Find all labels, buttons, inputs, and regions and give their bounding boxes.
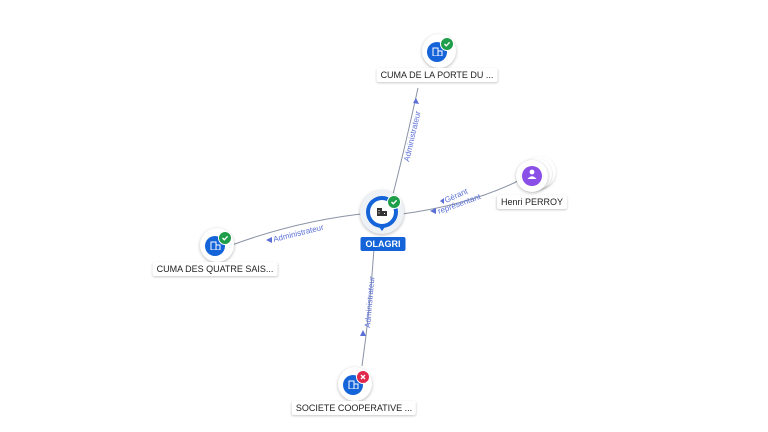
node-right-label[interactable]: Henri PERROY [496,195,568,209]
building-icon [432,43,443,61]
center-node-pointer [377,224,387,231]
building-icon [348,376,359,394]
edge-right-arrow [430,208,436,214]
edge-left-arrow [266,237,272,243]
building-icon [210,237,221,255]
node-left-label[interactable]: CUMA DES QUATRE SAIS... [152,262,278,276]
center-node-label[interactable]: OLAGRI [360,237,406,251]
node-right-disc [522,166,542,186]
center-node-disc [366,196,398,228]
edge-top-arrow [413,98,419,104]
check-icon [218,231,232,245]
person-icon [526,167,538,185]
edge-bottom-arrow [360,330,366,336]
edge-bottom-label: Administrateur [363,276,376,328]
edge-left-label: Administrateur [272,223,325,244]
edge-left [231,212,371,246]
check-icon [440,37,454,51]
edge-top-label: Administrateur [402,110,422,163]
node-top-label[interactable]: CUMA DE LA PORTE DU ... [376,68,498,82]
building-icon [376,203,388,221]
edge-bottom [361,247,375,367]
node-bottom-label[interactable]: SOCIETE COOPERATIVE ... [291,401,417,415]
cross-icon [356,370,370,384]
edge-right-arrow-2 [440,198,444,204]
edge-right [401,179,521,215]
check-icon [387,195,401,209]
